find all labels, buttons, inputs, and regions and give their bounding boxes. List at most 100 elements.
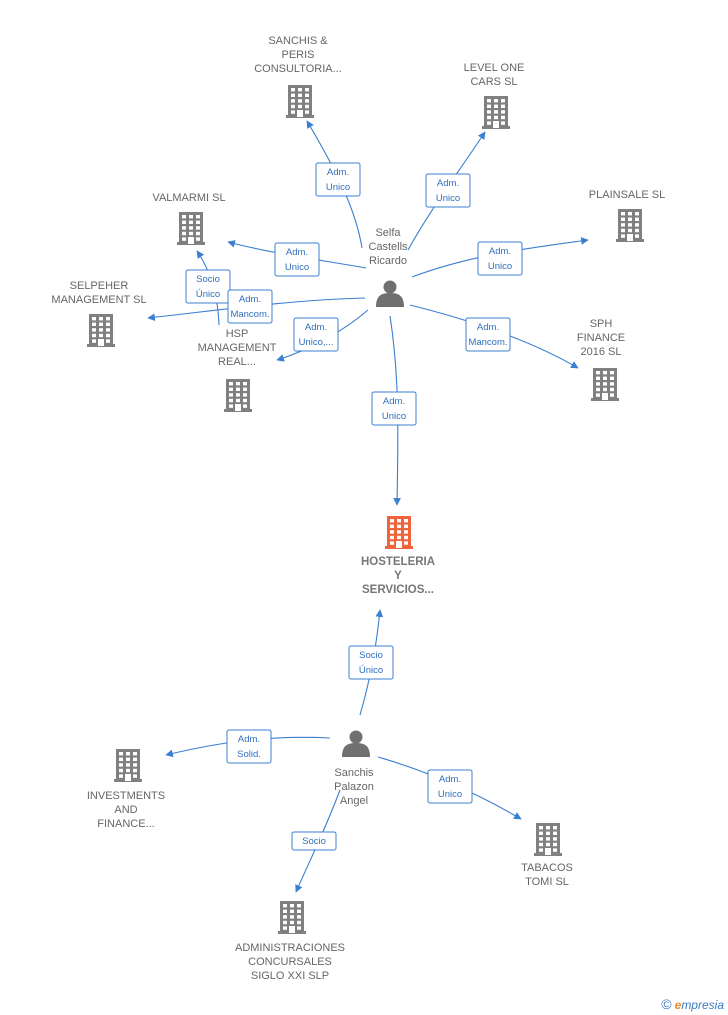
node-label: SELPEHER: [70, 280, 129, 292]
node-label: PLAINSALE SL: [589, 189, 665, 201]
edge-label-text: Unico: [326, 182, 350, 193]
building-icon: [385, 516, 413, 549]
edge-label-selfa-to-level_one[interactable]: Adm. Unico: [425, 173, 471, 208]
edge-label-selfa-to-hosteleria[interactable]: Adm. Unico: [371, 391, 417, 426]
building-icon: [278, 901, 306, 934]
copyright-symbol: ©: [661, 996, 672, 1012]
node-label: Palazon: [334, 781, 374, 793]
node-hsp[interactable]: HSP MANAGEMENT REAL...: [198, 328, 277, 412]
node-label: TOMI SL: [525, 876, 569, 888]
edge-label-text: Único: [359, 665, 383, 676]
node-label: MANAGEMENT: [198, 342, 277, 354]
node-label: REAL...: [218, 356, 256, 368]
node-label: CONCURSALES: [248, 956, 332, 968]
node-label: VALMARMI SL: [152, 192, 225, 204]
edge-label-sanchis-to-administraciones[interactable]: Socio: [291, 831, 337, 851]
edge-label-selfa-to-valmarmi[interactable]: Adm. Unico: [274, 242, 320, 277]
edge-label-text: Unico: [436, 193, 460, 204]
edge-label-selfa-to-hsp[interactable]: Adm. Unico,...: [293, 317, 339, 352]
edge-label-text: Adm.: [327, 167, 349, 178]
edge-label-text: Adm.: [286, 247, 308, 258]
brand-name: mpresia: [681, 998, 724, 1012]
edge-label-text: Unico: [285, 262, 309, 273]
building-icon: [534, 823, 562, 856]
node-label: LEVEL ONE: [464, 62, 525, 74]
node-label: HSP: [226, 328, 249, 340]
edge-label-text: Adm.: [383, 396, 405, 407]
building-icon: [591, 368, 619, 401]
edge-label-text: Socio: [302, 836, 326, 847]
node-label: Castells: [368, 241, 408, 253]
node-label: SPH: [590, 318, 613, 330]
node-label: SIGLO XXI SLP: [251, 970, 329, 982]
edge-label-text: Adm.: [477, 322, 499, 333]
node-label: CONSULTORIA...: [254, 63, 342, 75]
node-label: HOSTELERIA: [361, 556, 435, 568]
edge-label-text: Unico,...: [299, 337, 334, 348]
node-administraciones[interactable]: ADMINISTRACIONES CONCURSALES SIGLO XXI SLP: [235, 901, 345, 982]
node-label: 2016 SL: [581, 346, 622, 358]
node-label: Sanchis: [334, 767, 374, 779]
node-plainsale[interactable]: PLAINSALE SL: [589, 189, 665, 242]
building-icon: [482, 96, 510, 129]
node-hosteleria[interactable]: HOSTELERIA Y SERVICIOS...: [361, 516, 435, 596]
edge-label-text: Socio: [196, 274, 220, 285]
node-label: Y: [394, 570, 402, 582]
node-investments[interactable]: INVESTMENTS AND FINANCE...: [87, 749, 165, 830]
edge-label-selfa-to-sanchis_peris[interactable]: Adm. Unico: [315, 162, 361, 197]
empresia-watermark[interactable]: ©empresia: [661, 996, 724, 1012]
node-label: CARS SL: [470, 76, 517, 88]
node-label: MANAGEMENT SL: [51, 294, 146, 306]
building-icon: [616, 209, 644, 242]
edge-label-text: Adm.: [437, 178, 459, 189]
node-label: SANCHIS &: [268, 35, 328, 47]
edge-label-text: Único: [196, 289, 220, 300]
building-icon: [286, 85, 314, 118]
node-label: PERIS: [281, 49, 314, 61]
edge-label-selfa-to-sph[interactable]: Adm. Mancom.: [465, 317, 511, 352]
edge-label-text: Unico: [438, 789, 462, 800]
edge-label-text: Solid.: [237, 749, 261, 760]
brand-initial: e: [674, 998, 682, 1012]
edge-label-text: Mancom.: [230, 309, 269, 320]
node-selpeher[interactable]: SELPEHER MANAGEMENT SL: [51, 280, 147, 347]
building-icon: [224, 379, 252, 412]
edge-label-text: Unico: [382, 411, 406, 422]
node-label: SERVICIOS...: [362, 584, 434, 596]
building-icon: [87, 314, 115, 347]
edge-label-text: Adm.: [238, 734, 260, 745]
node-label: TABACOS: [521, 862, 573, 874]
building-icon: [114, 749, 142, 782]
edge-label-text: Mancom.: [468, 337, 507, 348]
node-level_one[interactable]: LEVEL ONE CARS SL: [464, 62, 525, 129]
node-label: FINANCE: [577, 332, 625, 344]
node-tabacos[interactable]: TABACOS TOMI SL: [521, 823, 573, 888]
node-label: Angel: [340, 795, 368, 807]
node-label: INVESTMENTS: [87, 790, 165, 802]
node-label: FINANCE...: [97, 818, 154, 830]
node-sph[interactable]: SPH FINANCE 2016 SL: [577, 318, 625, 401]
person-icon: [376, 280, 404, 307]
node-sanchis_peris[interactable]: SANCHIS & PERIS CONSULTORIA...: [254, 35, 342, 118]
node-label: ADMINISTRACIONES: [235, 942, 345, 954]
node-label: Selfa: [375, 227, 401, 239]
person-icon: [342, 730, 370, 757]
edge-label-sanchis-to-tabacos[interactable]: Adm. Unico: [427, 769, 473, 804]
nodes-layer: HOSTELERIAYSERVICIOS...SelfaCastellsRica…: [51, 35, 665, 982]
edge-label-selfa-to-selpeher[interactable]: Adm.Mancom.: [227, 289, 273, 324]
edge-label-selfa-to-plainsale[interactable]: Adm. Unico: [477, 241, 523, 276]
edge-label-text: Adm.: [439, 774, 461, 785]
edge-label-text: Unico: [488, 261, 512, 272]
edge-label-text: Adm.: [305, 322, 327, 333]
node-label: AND: [114, 804, 137, 816]
edge-label-text: Adm.: [489, 246, 511, 257]
edge-label-sanchis-to-investments[interactable]: Adm. Solid.: [226, 729, 272, 764]
edge-label-text: Socio: [359, 650, 383, 661]
node-valmarmi[interactable]: VALMARMI SL: [152, 192, 226, 245]
